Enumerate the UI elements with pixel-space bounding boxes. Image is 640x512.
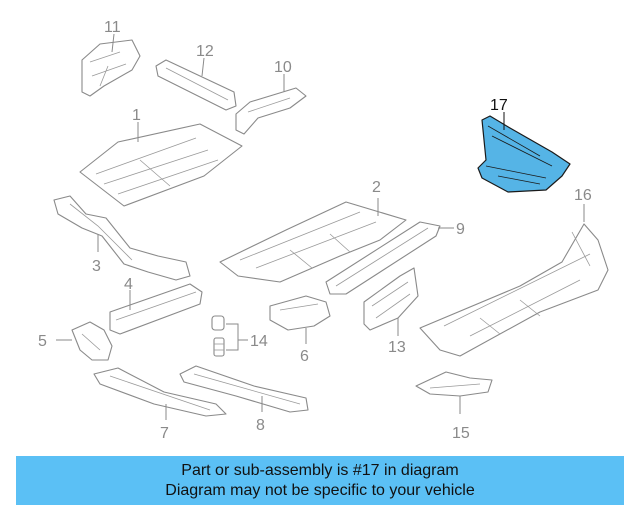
part-17[interactable]: [477, 115, 571, 193]
callout-11: 11: [104, 19, 121, 36]
banner-line-2: Diagram may not be specific to your vehi…: [165, 481, 475, 499]
callout-12: 12: [196, 43, 214, 60]
part-12[interactable]: [155, 59, 237, 111]
info-banner: Part or sub-assembly is #17 in diagram D…: [16, 456, 624, 505]
callout-4: 4: [124, 276, 133, 293]
part-13[interactable]: [363, 267, 419, 331]
part-14[interactable]: [211, 315, 225, 357]
part-9[interactable]: [325, 221, 441, 295]
callout-17: 17: [490, 97, 508, 114]
callout-10: 10: [274, 59, 292, 76]
callout-15: 15: [452, 425, 470, 442]
part-3[interactable]: [53, 195, 191, 281]
part-11[interactable]: [81, 39, 141, 97]
callout-9: 9: [456, 221, 465, 238]
callout-6: 6: [300, 348, 309, 365]
callout-7: 7: [160, 425, 169, 442]
part-1[interactable]: [79, 123, 243, 207]
parts-diagram: 11 12 10 1 17 3 2 9: [38, 19, 609, 442]
part-15[interactable]: [415, 371, 493, 397]
callout-3: 3: [92, 258, 101, 275]
part-6[interactable]: [269, 295, 331, 331]
part-10[interactable]: [235, 87, 307, 135]
part-4[interactable]: [109, 283, 203, 335]
callout-14: 14: [250, 333, 268, 350]
callout-1: 1: [132, 107, 141, 124]
callout-2: 2: [372, 179, 381, 196]
part-7[interactable]: [93, 367, 227, 417]
callout-5: 5: [38, 333, 47, 350]
part-2[interactable]: [219, 201, 407, 283]
callout-16: 16: [574, 187, 592, 204]
part-8[interactable]: [179, 365, 309, 413]
part-16[interactable]: [419, 223, 609, 357]
part-5[interactable]: [71, 321, 113, 361]
callout-8: 8: [256, 417, 265, 434]
callout-13: 13: [388, 339, 406, 356]
banner-line-1: Part or sub-assembly is #17 in diagram: [181, 461, 459, 479]
